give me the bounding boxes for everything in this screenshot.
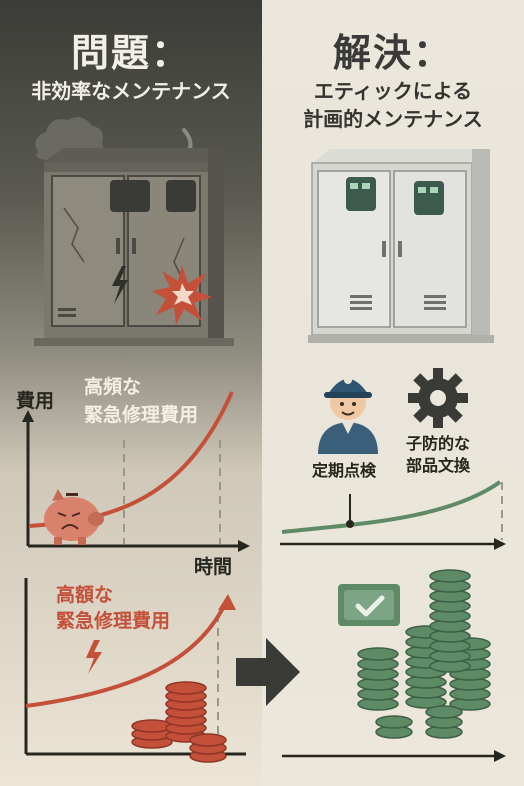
solution-panel: 解決： エティックによる 計画的メンテナンス 定期点検 — [262, 0, 524, 786]
money-bill-check-icon — [338, 584, 400, 626]
problem-subtitle: 非効率なメンテナンス — [31, 79, 231, 103]
explosion-icon — [152, 265, 212, 325]
solution-chart2-axis — [282, 750, 506, 762]
solution-title: 解決： — [332, 31, 453, 75]
solution-subtitle-line2: 計画的メンテナンス — [303, 107, 483, 131]
transition-arrow-icon — [236, 638, 300, 706]
solution-chart1-plot — [280, 480, 506, 550]
gear-label-line2: 部品文換 — [406, 456, 471, 475]
chart2-annotation-line1: 高額な — [56, 584, 114, 606]
solution-subtitle-line1: エティックによる — [313, 79, 473, 103]
chart1-annotation-line2: 緊急修理費用 — [84, 404, 199, 426]
cost-axis-label: 費用 — [16, 390, 55, 412]
red-coin-stacks — [131, 681, 227, 763]
problem-panel: 問題： 非効率なメンテナンス 費用 高頻な 緊急修理費用 — [0, 0, 262, 786]
time-axis-label: 時間 — [194, 556, 233, 578]
technician-label: 定期点検 — [312, 461, 377, 480]
clean-cabinet — [308, 149, 494, 343]
technician-icon — [318, 376, 378, 454]
sad-piggy-bank-icon — [44, 489, 104, 545]
gear-icon — [408, 368, 468, 428]
green-coin-stacks — [357, 569, 491, 739]
chart1-annotation-line1: 高頻な — [84, 376, 142, 398]
chart2-annotation-line2: 緊急修理費用 — [56, 610, 171, 632]
problem-title: 問題： — [70, 31, 191, 75]
gear-label-line1: 子防的な — [406, 434, 471, 453]
